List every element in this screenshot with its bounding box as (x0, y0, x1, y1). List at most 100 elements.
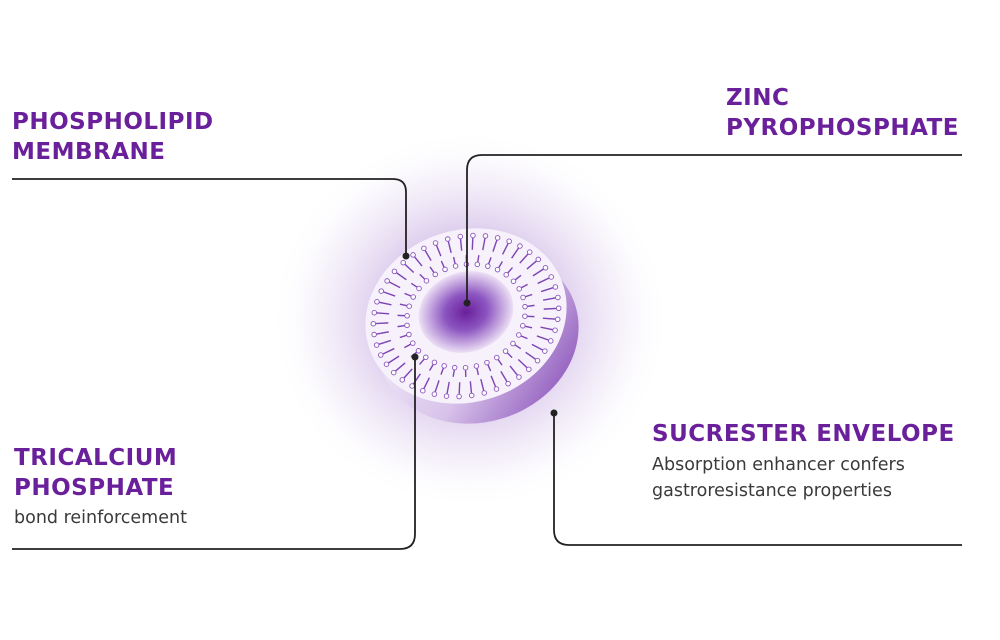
lipid-head (432, 271, 438, 278)
lipid-head (443, 393, 450, 399)
lipid-head (494, 235, 501, 241)
leader-line-phospholipid (12, 178, 407, 256)
lipid-head (542, 348, 548, 354)
lipid-head (371, 309, 378, 316)
leader-dot-phospholipid (402, 252, 410, 260)
lipid-head (378, 288, 384, 294)
lipid-head (526, 366, 532, 373)
lipid-head (494, 354, 500, 361)
lipid-head (548, 274, 554, 280)
lipid-head (516, 332, 522, 338)
lipid-head (444, 236, 451, 242)
lipid-head (482, 233, 489, 239)
lipid-head (522, 303, 528, 310)
lipid-head (520, 323, 526, 329)
desc-tricalcium: bond reinforcement (14, 508, 187, 528)
lipid-head (421, 245, 427, 252)
lipid-head (493, 386, 500, 392)
lipid-head (374, 299, 380, 305)
label-tricalcium-line1: TRICALCIUM (14, 445, 178, 471)
label-phospholipid-line2: MEMBRANE (12, 139, 166, 165)
lipid-head (494, 266, 501, 273)
lipid-head (555, 294, 561, 301)
lipid-head (510, 340, 516, 347)
lipid-head (409, 383, 415, 389)
lipid-head (468, 392, 475, 399)
lipid-head (554, 316, 561, 323)
lipid-head (391, 268, 398, 275)
lipid-head (404, 313, 410, 319)
phospholipid-bilayer (370, 232, 562, 400)
lipid-head (522, 313, 528, 319)
lipid-head (406, 331, 412, 338)
leader-line-zinc (466, 154, 962, 303)
lipid-head (516, 374, 522, 380)
lipid-head (516, 286, 522, 292)
lipid-head (505, 380, 511, 387)
lipid-head (452, 263, 459, 269)
lipid-head (370, 320, 377, 327)
lipid-head (456, 393, 462, 400)
leader-dot-zinc (463, 299, 471, 307)
label-tricalcium-line2: PHOSPHATE (14, 475, 175, 501)
leader-dot-tricalcium (411, 353, 419, 361)
label-zinc-line1: ZINC (726, 85, 790, 111)
leader-dot-sucrester (550, 409, 558, 417)
lipid-head (373, 342, 380, 348)
lipid-head (420, 387, 426, 394)
lipid-head (432, 240, 439, 246)
lipid-head (415, 348, 422, 354)
lipid-head (406, 303, 412, 309)
lipid-head (517, 243, 523, 249)
lipid-head (503, 271, 509, 278)
lipid-head (442, 266, 448, 273)
lipid-head (399, 377, 406, 383)
label-zinc-line2: PYROPHOSPHATE (726, 115, 960, 141)
lipid-head (542, 265, 549, 271)
lipid-head (383, 361, 390, 367)
lipid-head (451, 364, 458, 371)
lipid-head (510, 278, 517, 284)
lipid-head (431, 359, 438, 366)
lipid-head (462, 364, 469, 371)
lipid-head (485, 263, 491, 269)
lipid-head (384, 278, 390, 284)
lipid-head (410, 252, 416, 258)
lipid-head (481, 390, 488, 396)
desc-sucrester: Absorption enhancer confers gastroresist… (652, 452, 905, 504)
lipid-head (474, 261, 481, 268)
label-phospholipid-membrane: PHOSPHOLIPID MEMBRANE (12, 107, 214, 167)
lipid-head (400, 259, 406, 266)
lipid-head (390, 369, 397, 376)
lipid-head (371, 331, 377, 338)
lipid-head (502, 348, 509, 354)
lipid-head (470, 232, 476, 239)
lipid-head (484, 359, 490, 366)
label-tricalcium-phosphate: TRICALCIUM PHOSPHATE (14, 443, 177, 503)
lipid-head (404, 322, 410, 329)
label-sucrester-envelope: SUCRESTER ENVELOPE (652, 421, 955, 447)
lipid-head (548, 338, 554, 344)
lipid-head (526, 249, 533, 255)
lipid-head (423, 278, 430, 284)
zinc-core (418, 271, 514, 353)
lipid-head (555, 305, 562, 312)
lipid-head (552, 284, 559, 290)
lipid-head (520, 294, 526, 301)
lipid-head (378, 352, 384, 358)
lipid-head (441, 363, 447, 369)
lipid-head (534, 357, 541, 364)
lipid-head (535, 256, 542, 263)
lipid-head (457, 233, 464, 240)
lipid-head (473, 363, 480, 369)
lipid-head (506, 238, 512, 245)
label-zinc-pyrophosphate: ZINC PYROPHOSPHATE (726, 83, 959, 143)
leader-line-sucrester (553, 413, 962, 546)
lipid-head (410, 340, 416, 346)
lipid-head (431, 391, 438, 397)
lipid-head (416, 285, 422, 292)
leader-line-tricalcium (12, 357, 416, 550)
lipid-head (410, 294, 416, 300)
lipid-head (423, 354, 429, 361)
